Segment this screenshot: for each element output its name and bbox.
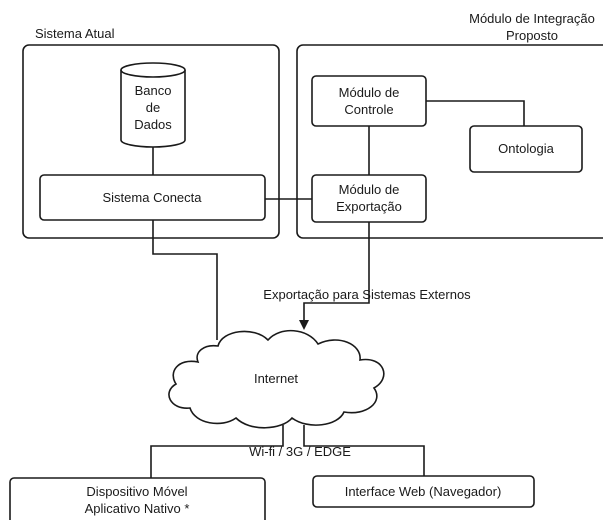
proposed-module-title-line2: Proposto [506,28,558,43]
wifi-edge-label: Wi-fi / 3G / EDGE [249,444,351,459]
database-label-line3: Dados [134,117,172,132]
edge-controle-ontologia [426,100,525,126]
proposed-module-group [296,44,603,239]
proposed-module-title-line1: Módulo de Integração [469,11,595,26]
edge-internet-web [303,425,425,476]
database-label-line1: Banco [135,83,172,98]
ontologia-node: Ontologia [469,125,583,173]
edge-internet-dispositivo [150,425,284,478]
database-label-line2: de [146,100,160,115]
sistema-conecta-node: Sistema Conecta [39,174,266,221]
modulo-exportacao-node: Módulo de Exportação [311,174,427,223]
modulo-exportacao-label-line2: Exportação [336,199,402,214]
sistema-conecta-label: Sistema Conecta [103,190,203,205]
internet-cloud-node: Internet [168,329,385,429]
current-system-group [22,44,280,239]
current-system-title: Sistema Atual [35,26,115,41]
modulo-controle-label-line2: Controle [344,102,393,117]
modulo-exportacao-label-line1: Módulo de [339,182,400,197]
interface-web-label: Interface Web (Navegador) [345,484,502,499]
edge-export-arrow [299,222,370,330]
interface-web-node: Interface Web (Navegador) [312,475,535,508]
modulo-controle-node: Módulo de Controle [311,75,427,127]
ontologia-label: Ontologia [498,141,554,156]
edge-conecta-internet [152,220,218,340]
dispositivo-movel-label-line1: Dispositivo Móvel [86,484,187,499]
internet-label: Internet [254,371,298,386]
dispositivo-movel-label-line2: Aplicativo Nativo * [85,501,190,516]
modulo-controle-label-line1: Módulo de [339,85,400,100]
database-node: Banco de Dados [120,62,186,148]
export-edge-label: Exportação para Sistemas Externos [263,287,471,302]
dispositivo-movel-node: Dispositivo Móvel Aplicativo Nativo * [9,477,266,520]
